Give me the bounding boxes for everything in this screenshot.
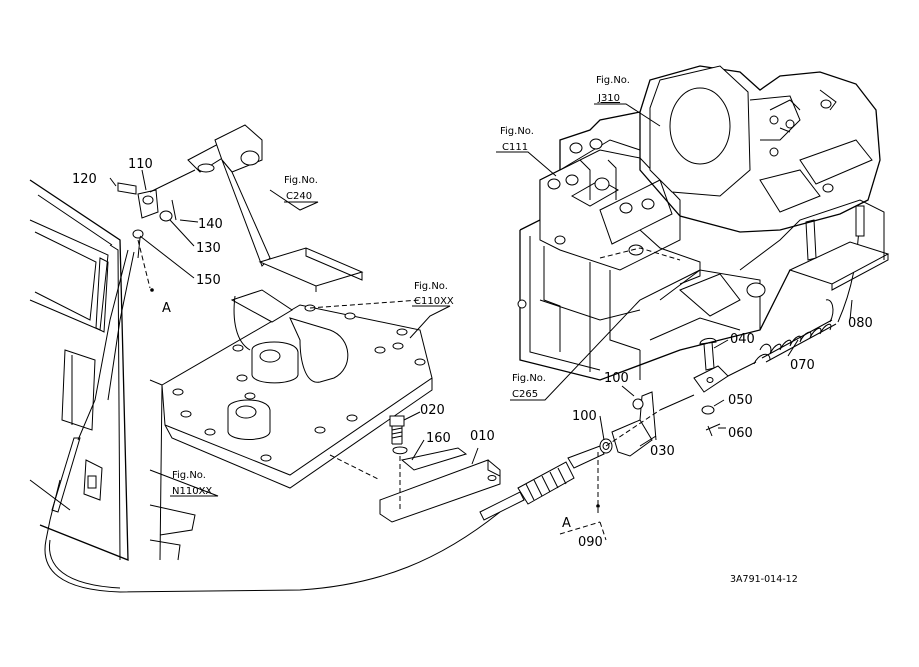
fig-code-c265: C265 (512, 389, 538, 400)
transmission-cover-plate (161, 289, 433, 489)
cable-end-assembly (479, 385, 695, 541)
marker-a-bottom: A (562, 516, 571, 531)
part-label-040[interactable]: 040 (730, 332, 755, 347)
fig-ref-n110xx[interactable]: Fig.No. N110XX (172, 470, 212, 497)
part-label-090[interactable]: 090 (578, 535, 603, 550)
dashboard-panel (29, 179, 196, 561)
part-label-120[interactable]: 120 (72, 172, 97, 187)
fig-prefix-j310: Fig.No. (596, 75, 630, 86)
throttle-cable (44, 249, 501, 593)
fig-code-c240: C240 (286, 191, 312, 202)
figure-reference-leaders (149, 103, 701, 497)
fig-ref-j310[interactable]: Fig.No. J310 (596, 75, 630, 104)
fig-ref-c265[interactable]: Fig.No. C265 (512, 373, 546, 400)
reference-markers: A A (162, 301, 571, 531)
lever-bracket-hardware (379, 411, 501, 523)
part-label-140[interactable]: 140 (198, 217, 223, 232)
figure-labels: Fig.No. J310 Fig.No. C111 Fig.No. C240 F… (172, 75, 630, 497)
fig-prefix-c240: Fig.No. (284, 175, 318, 186)
part-label-130[interactable]: 130 (196, 241, 221, 256)
fig-prefix-n110xx: Fig.No. (172, 470, 206, 481)
fig-code-c110xx: C110XX (414, 296, 454, 307)
marker-a-left: A (162, 301, 171, 316)
fig-prefix-c111: Fig.No. (500, 126, 534, 137)
part-label-160[interactable]: 160 (426, 431, 451, 446)
part-label-060[interactable]: 060 (728, 426, 753, 441)
fig-ref-c110xx[interactable]: Fig.No. C110XX (414, 281, 454, 307)
part-label-150[interactable]: 150 (196, 273, 221, 288)
fig-ref-c240[interactable]: Fig.No. C240 (284, 175, 318, 202)
fig-code-n110xx: N110XX (172, 486, 212, 497)
engine-block (639, 65, 881, 233)
part-label-100-upper[interactable]: 100 (604, 371, 629, 386)
fig-code-c111: C111 (502, 142, 528, 153)
pedal-assembly (187, 124, 364, 292)
part-label-020[interactable]: 020 (420, 403, 445, 418)
accelerator-linkage-hardware (109, 169, 199, 292)
part-label-070[interactable]: 070 (790, 358, 815, 373)
part-label-100-lower[interactable]: 100 (572, 409, 597, 424)
hydraulic-block (519, 111, 701, 285)
transmission-case (517, 199, 885, 381)
part-label-110[interactable]: 110 (128, 157, 153, 172)
part-label-010[interactable]: 010 (470, 429, 495, 444)
clevis-spring-assembly (693, 205, 890, 437)
fig-prefix-c110xx: Fig.No. (414, 281, 448, 292)
part-number-labels: 120 110 140 130 150 020 160 010 100 100 … (72, 157, 873, 550)
document-code: 3A791-014-12 (730, 574, 798, 585)
fig-prefix-c265: Fig.No. (512, 373, 546, 384)
fig-code-j310: J310 (597, 93, 620, 104)
fig-ref-c111[interactable]: Fig.No. C111 (500, 126, 534, 153)
part-label-080[interactable]: 080 (848, 316, 873, 331)
part-label-050[interactable]: 050 (728, 393, 753, 408)
part-label-030[interactable]: 030 (650, 444, 675, 459)
